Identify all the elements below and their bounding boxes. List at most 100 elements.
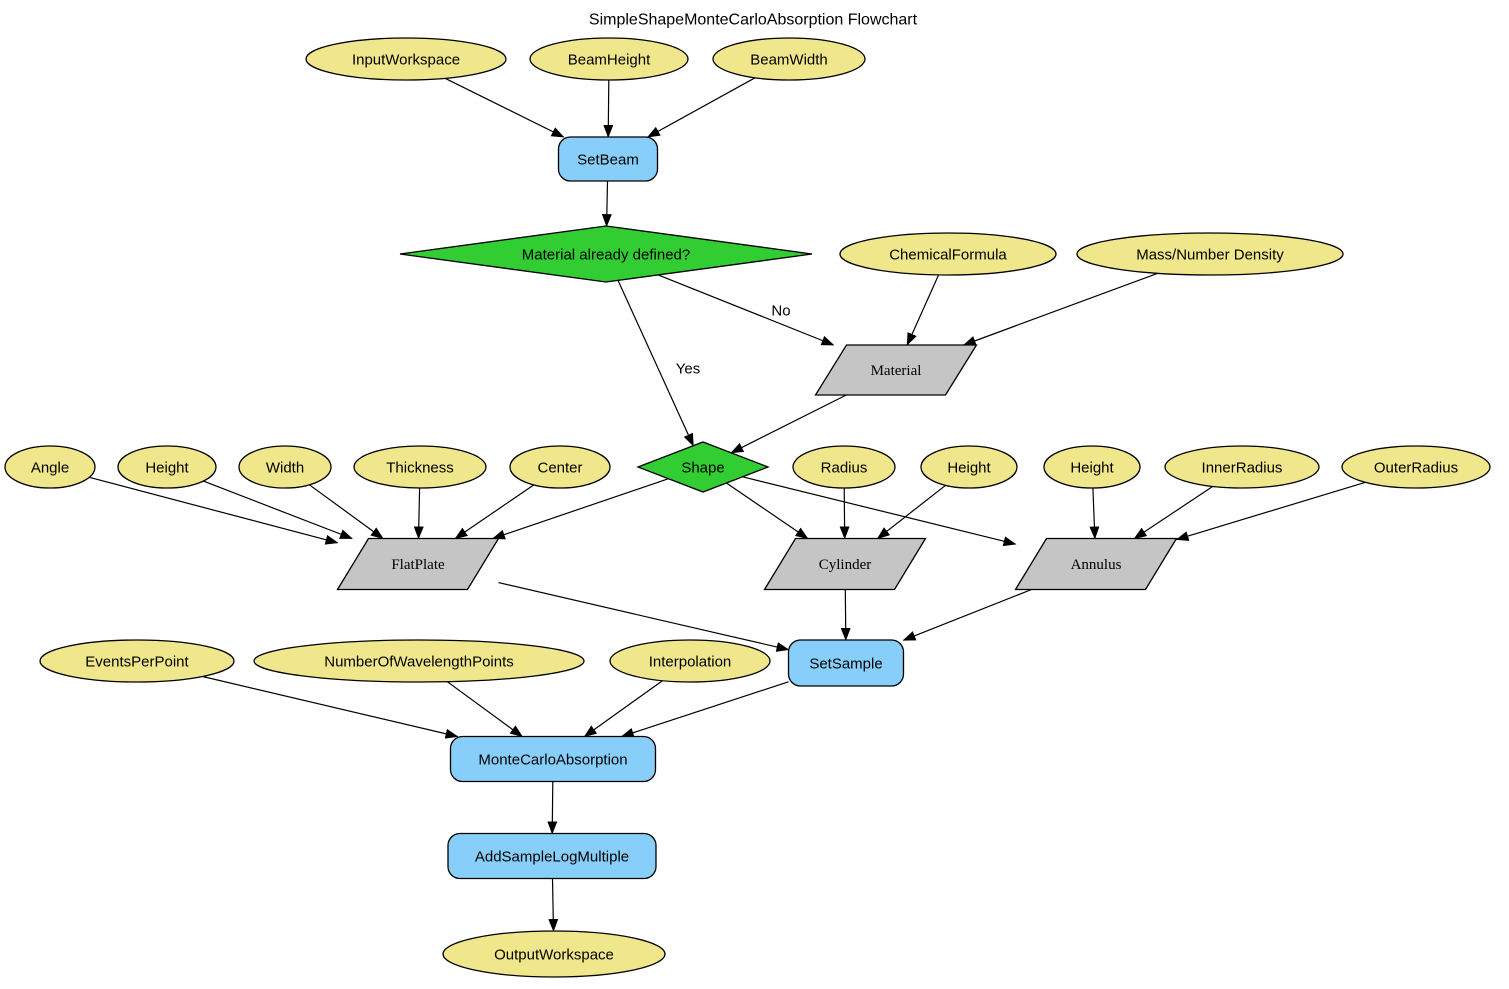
node-label-angle: Angle <box>31 460 69 477</box>
node-label-center: Center <box>537 460 582 477</box>
node-mass-number-density: Mass/Number Density <box>1076 232 1344 276</box>
node-outer-radius: OuterRadius <box>1341 445 1491 489</box>
node-beam-width: BeamWidth <box>712 37 866 81</box>
process-shape <box>1014 537 1178 591</box>
node-output-workspace: OutputWorkspace <box>442 930 666 978</box>
edge-label-material-defined-shape: Yes <box>676 361 700 378</box>
edge-beam-width-set-beam <box>646 77 756 138</box>
parameter-shape <box>1043 445 1141 489</box>
parameter-shape <box>920 445 1018 489</box>
node-label-annulus: Annulus <box>1071 557 1122 573</box>
parameter-shape <box>839 232 1057 276</box>
edge-height-cylinder-cylinder <box>876 484 946 540</box>
parameter-shape <box>609 639 771 683</box>
diagram-title: SimpleShapeMonteCarloAbsorption Flowchar… <box>589 12 918 29</box>
nodes-layer: InputWorkspace BeamHeight BeamWidthSetBeam… <box>4 37 1491 978</box>
parameter-shape <box>1164 445 1320 489</box>
node-label-input-workspace: InputWorkspace <box>352 52 460 69</box>
node-monte-carlo-absorption: MonteCarloAbsorption <box>449 735 657 783</box>
node-inner-radius: InnerRadius <box>1164 445 1320 489</box>
algorithm-shape <box>447 832 657 880</box>
node-thickness: Thickness <box>353 445 487 489</box>
node-events-per-point: EventsPerPoint <box>39 639 235 683</box>
parameter-shape <box>4 445 96 489</box>
edge-height-annulus-annulus <box>1089 487 1100 540</box>
edge-material-defined-shape <box>617 280 694 447</box>
parameter-shape <box>353 445 487 489</box>
node-height-annulus: Height <box>1043 445 1141 489</box>
parameter-shape <box>509 445 611 489</box>
node-label-material-defined: Material already defined? <box>522 247 690 264</box>
edge-cylinder-set-sample <box>840 589 851 641</box>
node-width: Width <box>238 445 332 489</box>
node-label-material: Material <box>871 363 922 379</box>
parameter-shape <box>529 37 689 81</box>
edge-set-sample-monte-carlo-absorption <box>620 681 789 738</box>
node-beam-height: BeamHeight <box>529 37 689 81</box>
node-label-set-beam: SetBeam <box>577 152 639 169</box>
node-label-radius: Radius <box>821 460 868 477</box>
parameter-shape <box>792 445 896 489</box>
edge-thickness-flat-plate <box>413 487 424 540</box>
edge-flat-plate-set-sample <box>498 582 790 652</box>
node-label-set-sample: SetSample <box>809 656 882 673</box>
parameter-shape <box>305 37 507 81</box>
node-height-cylinder: Height <box>920 445 1018 489</box>
node-label-inner-radius: InnerRadius <box>1202 460 1283 477</box>
node-label-beam-height: BeamHeight <box>568 52 651 69</box>
algorithm-shape <box>449 735 657 783</box>
node-cylinder: Cylinder <box>763 537 927 591</box>
parameter-shape <box>712 37 866 81</box>
node-label-thickness: Thickness <box>386 460 454 477</box>
edge-set-beam-material-defined <box>601 180 612 228</box>
process-shape <box>814 344 978 396</box>
edge-radius-cylinder <box>839 487 850 540</box>
node-label-events-per-point: EventsPerPoint <box>85 654 189 671</box>
node-label-outer-radius: OuterRadius <box>1374 460 1458 477</box>
node-label-shape: Shape <box>681 460 724 477</box>
edge-center-flat-plate <box>454 484 535 540</box>
node-label-flat-plate: FlatPlate <box>391 557 445 573</box>
parameter-shape <box>1341 445 1491 489</box>
parameter-shape <box>442 930 666 978</box>
node-label-width: Width <box>266 460 304 477</box>
edge-number-of-wavelength-points-monte-carlo-absorption <box>446 681 524 738</box>
edge-width-flat-plate <box>309 484 384 540</box>
node-chemical-formula: ChemicalFormula <box>839 232 1057 276</box>
edge-annulus-set-sample <box>902 588 1032 641</box>
node-center: Center <box>509 445 611 489</box>
node-label-mass-number-density: Mass/Number Density <box>1136 247 1284 264</box>
edge-monte-carlo-absorption-add-sample-log-multiple <box>547 781 558 835</box>
node-flat-plate: FlatPlate <box>336 537 500 591</box>
node-material-defined: Material already defined? <box>399 225 813 283</box>
algorithm-shape <box>787 639 905 687</box>
node-material: Material <box>814 344 978 396</box>
node-label-height-annulus: Height <box>1070 460 1114 477</box>
node-set-sample: SetSample <box>787 639 905 687</box>
parameter-shape <box>238 445 332 489</box>
node-label-add-sample-log-multiple: AddSampleLogMultiple <box>475 849 629 866</box>
edge-material-defined-material <box>657 274 835 346</box>
parameter-shape <box>117 445 217 489</box>
node-label-number-of-wavelength-points: NumberOfWavelengthPoints <box>324 654 514 671</box>
node-number-of-wavelength-points: NumberOfWavelengthPoints <box>253 639 585 683</box>
node-annulus: Annulus <box>1014 537 1178 591</box>
node-label-cylinder: Cylinder <box>819 557 872 573</box>
edge-input-workspace-set-beam <box>444 77 565 138</box>
node-add-sample-log-multiple: AddSampleLogMultiple <box>447 832 657 880</box>
decision-shape <box>636 441 770 493</box>
process-shape <box>763 537 927 591</box>
node-label-output-workspace: OutputWorkspace <box>494 947 614 964</box>
node-height-flatplate: Height <box>117 445 217 489</box>
edge-shape-annulus <box>742 476 1017 547</box>
edge-angle-flat-plate <box>89 476 339 545</box>
node-label-beam-width: BeamWidth <box>750 52 828 69</box>
edge-material-shape <box>730 394 847 454</box>
edge-outer-radius-annulus <box>1175 481 1366 541</box>
node-label-height-cylinder: Height <box>947 460 991 477</box>
edge-chemical-formula-material <box>906 274 940 346</box>
edge-beam-height-set-beam <box>603 79 614 138</box>
node-angle: Angle <box>4 445 96 489</box>
